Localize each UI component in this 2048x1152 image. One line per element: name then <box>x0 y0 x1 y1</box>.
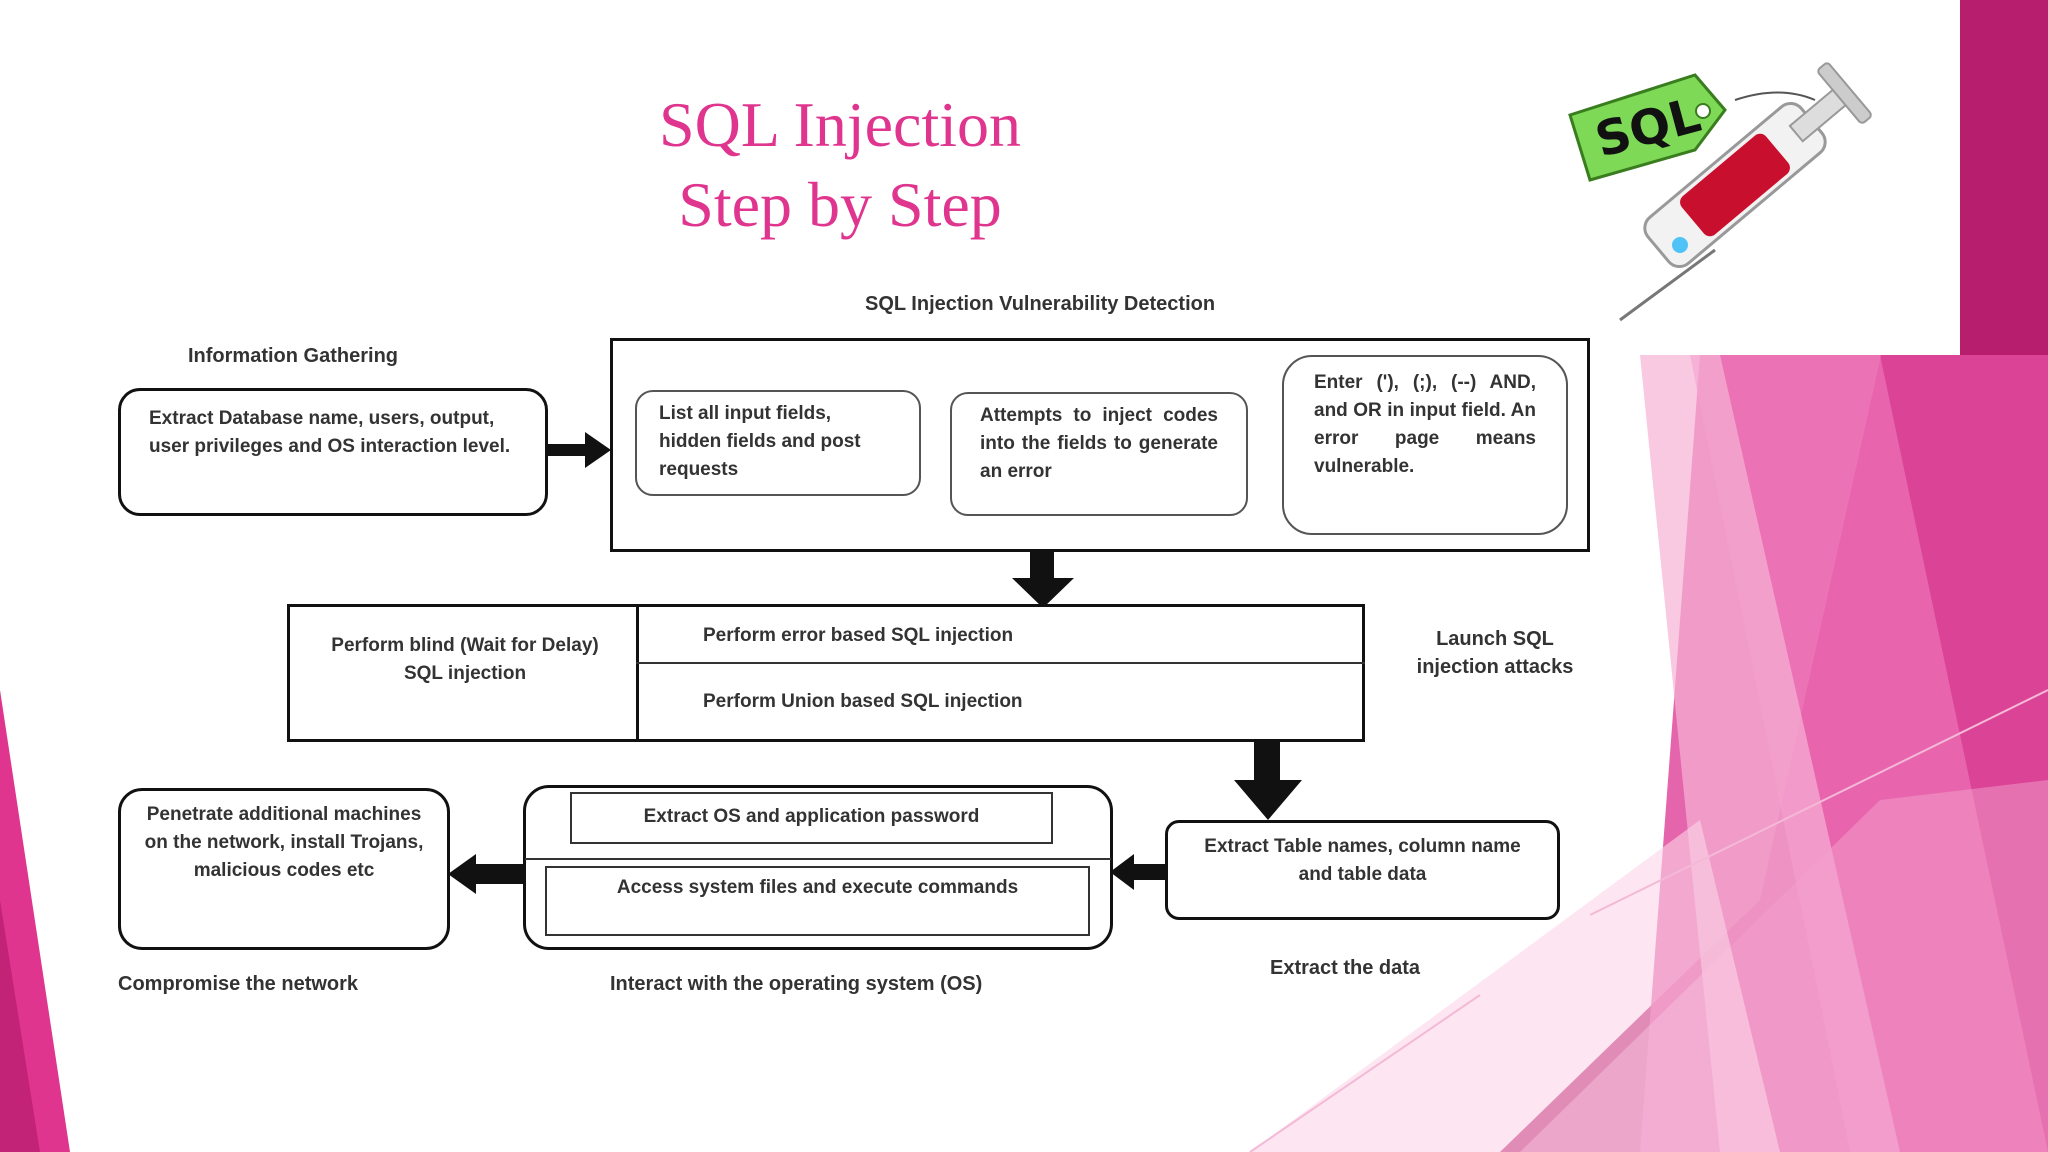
detection-step2-text: Attempts to inject codes into the fields… <box>980 405 1218 482</box>
slide-title-line2: Step by Step <box>678 169 1002 240</box>
detection-step-inject-codes: Attempts to inject codes into the fields… <box>950 392 1248 516</box>
extract-label: Extract the data <box>1270 957 1421 979</box>
gathering-text: Extract Database name, users, output, us… <box>149 408 511 457</box>
gathering-label: Information Gathering <box>188 345 398 367</box>
detection-step-enter-chars: Enter ('), (;), (--) AND, and OR in inpu… <box>1282 355 1568 535</box>
launch-divider-vertical <box>636 604 639 742</box>
interact-passwords-box: Extract OS and application password <box>570 792 1053 844</box>
detection-step3-text: Enter ('), (;), (--) AND, and OR in inpu… <box>1314 372 1536 477</box>
interact-files-text: Access system files and execute commands <box>616 877 1019 898</box>
arrow-down-icon <box>1012 550 1074 608</box>
compromise-text: Penetrate additional machines on the net… <box>144 804 424 881</box>
arrow-left-icon-2 <box>448 854 526 894</box>
gathering-box: Extract Database name, users, output, us… <box>118 388 548 516</box>
detection-step-list-fields: List all input fields, hidden fields and… <box>635 390 921 496</box>
launch-error-based-text: Perform error based SQL injection <box>703 625 1014 646</box>
extract-box: Extract Table names, column name and tab… <box>1165 820 1560 920</box>
interact-files-box: Access system files and execute commands <box>545 866 1090 936</box>
arrow-right-icon <box>545 432 611 468</box>
launch-divider-horizontal <box>636 662 1365 664</box>
syringe-icon <box>1568 62 1872 322</box>
arrow-left-icon <box>1110 854 1168 890</box>
launch-box <box>287 604 1365 742</box>
compromise-box: Penetrate additional machines on the net… <box>118 788 450 950</box>
launch-label: Launch SQL injection attacks <box>1416 628 1574 678</box>
detection-label: SQL Injection Vulnerability Detection <box>865 293 1216 315</box>
compromise-label: Compromise the network <box>118 973 359 995</box>
launch-union-based-text: Perform Union based SQL injection <box>703 691 1023 712</box>
arrow-down-icon-2 <box>1234 740 1302 820</box>
extract-text: Extract Table names, column name and tab… <box>1204 836 1521 885</box>
launch-blind-text: Perform blind (Wait for Delay) SQL injec… <box>331 635 599 684</box>
interact-divider <box>525 858 1111 860</box>
interact-label: Interact with the operating system (OS) <box>610 973 983 995</box>
detection-step1-text: List all input fields, hidden fields and… <box>659 403 861 480</box>
interact-passwords-text: Extract OS and application password <box>643 806 980 827</box>
slide-title-line1: SQL Injection <box>659 89 1021 160</box>
